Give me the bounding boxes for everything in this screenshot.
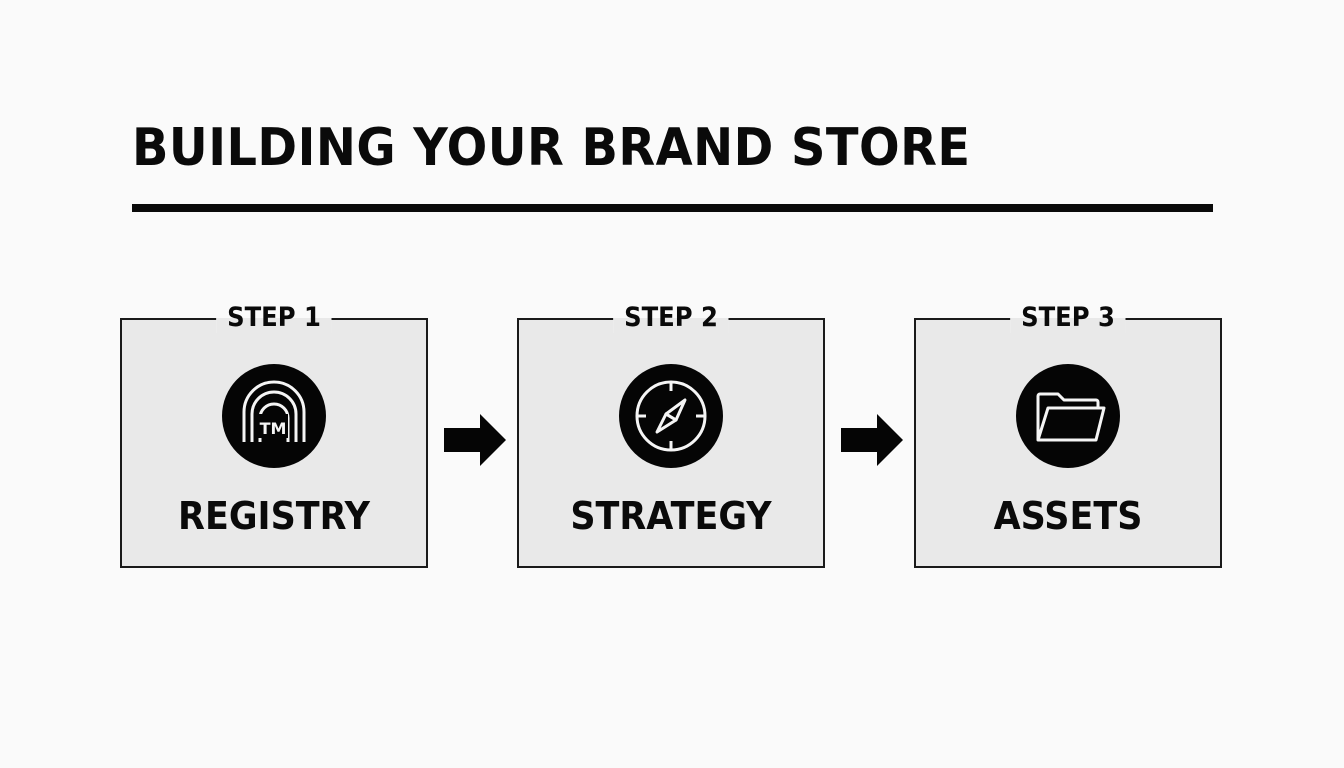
step-2-name: STRATEGY [570, 494, 772, 538]
step-2-card: STEP 2 STRATEGY [517, 303, 825, 568]
arrow-right-icon [839, 412, 905, 468]
step-1-label: STEP 1 [216, 303, 333, 333]
title-underline-divider [132, 204, 1213, 212]
step-1-card: STEP 1 TM REGISTRY [120, 303, 428, 568]
step-2-label: STEP 2 [613, 303, 730, 333]
svg-text:TM: TM [260, 419, 287, 438]
open-folder-icon [1016, 364, 1120, 468]
arrow-right-icon [442, 412, 508, 468]
page-title: BUILDING YOUR BRAND STORE [132, 118, 971, 178]
step-3-name: ASSETS [993, 494, 1143, 538]
compass-icon [619, 364, 723, 468]
step-1-name: REGISTRY [178, 494, 370, 538]
step-3-label: STEP 3 [1010, 303, 1127, 333]
trademark-arch-icon: TM [222, 364, 326, 468]
step-3-card: STEP 3 ASSETS [914, 303, 1222, 568]
